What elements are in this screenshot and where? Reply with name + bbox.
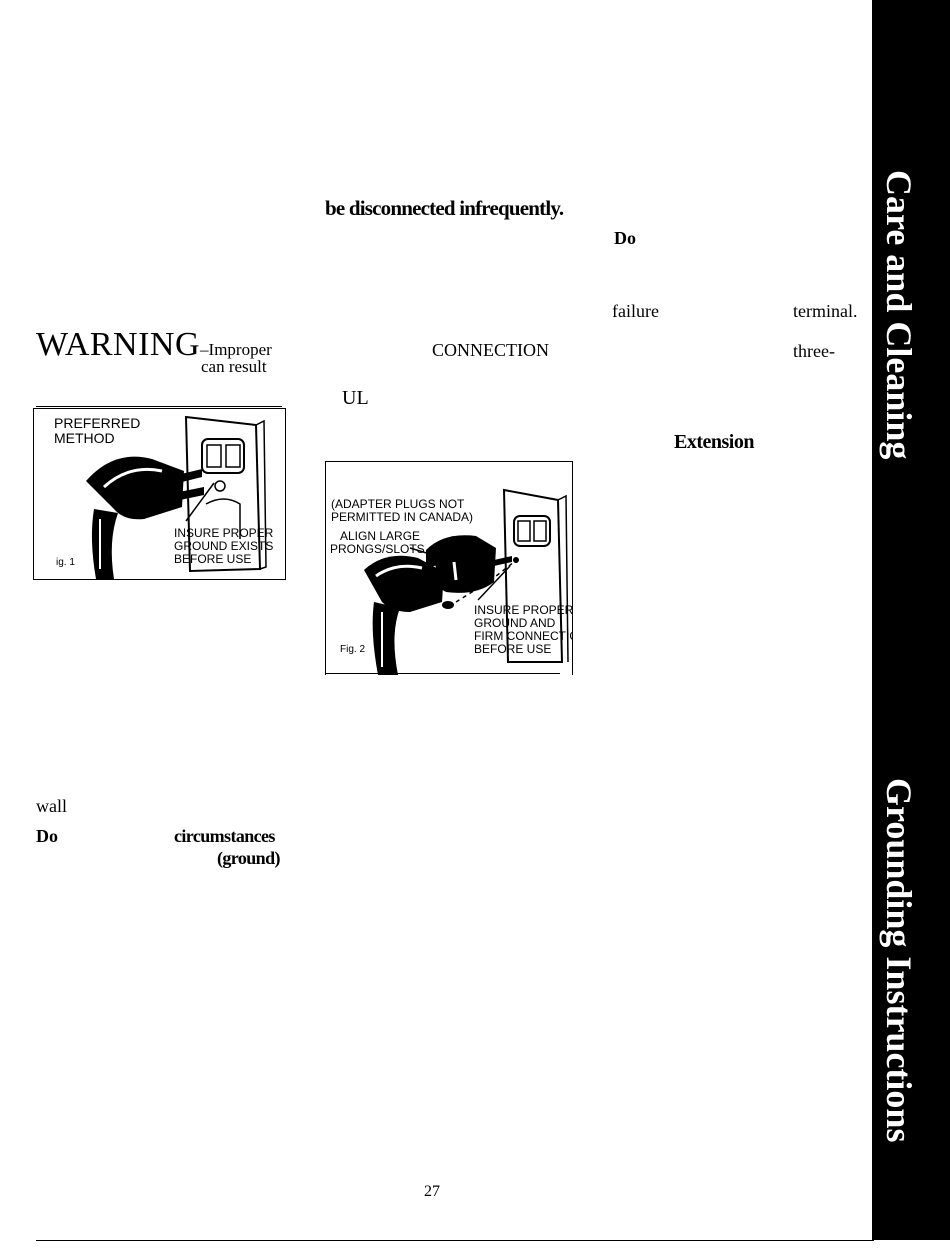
- failure-text: failure: [612, 301, 659, 321]
- align-label-1: ALIGN LARGE: [340, 529, 421, 543]
- side-tab-strip: [872, 0, 950, 1240]
- insure2-label-4: BEFORE USE: [474, 642, 552, 656]
- warning-heading: WARNING–Improper: [36, 326, 272, 364]
- insure-label-2: GROUND EXISTS: [174, 539, 274, 553]
- can-result-text: can result: [201, 357, 267, 376]
- ground-text: (ground): [217, 848, 280, 868]
- insure2-label-1: INSURE PROPER: [474, 603, 573, 617]
- col3-do-text: Do: [614, 228, 636, 248]
- warning-tail: Improper: [208, 340, 272, 359]
- insure-label-1: INSURE PROPER: [174, 526, 274, 540]
- figure1-top-rule: [36, 406, 282, 407]
- three-text: three-: [793, 341, 835, 361]
- extension-text: Extension: [674, 431, 754, 453]
- insure2-label-2: GROUND AND: [474, 616, 556, 630]
- terminal-text: terminal.: [793, 301, 858, 321]
- insure-label-3: BEFORE USE: [174, 552, 252, 566]
- figure2-caption: Fig. 2: [340, 644, 366, 655]
- tab-grounding-instructions: Grounding Instructions: [879, 778, 919, 1143]
- circumstances-text: circumstances: [174, 826, 275, 846]
- warning-dash: –: [200, 340, 209, 359]
- align-label-2: PRONGS/SLOTS: [330, 542, 425, 556]
- wall-text: wall: [36, 796, 67, 816]
- disconnected-text: be disconnected infrequently.: [325, 196, 564, 220]
- warning-word: WARNING: [36, 326, 201, 363]
- adapter-label-1: (ADAPTER PLUGS NOT: [331, 497, 465, 511]
- connection-text: CONNECTION: [432, 340, 549, 360]
- figure2-bottom-rule: [325, 673, 560, 674]
- page-number: 27: [424, 1183, 440, 1200]
- figure-2: (ADAPTER PLUGS NOT PERMITTED IN CANADA) …: [325, 461, 573, 675]
- figure-1: PREFERRED METHOD INSURE PROPER GROUND EX…: [33, 408, 286, 580]
- insure2-label-3: FIRM CONNECTIO: [474, 629, 573, 643]
- tab-care-and-cleaning: Care and Cleaning: [879, 170, 919, 460]
- ul-text: UL: [342, 387, 369, 409]
- figure1-illustration: [86, 415, 267, 579]
- figure1-caption: ig. 1: [56, 557, 75, 568]
- figure2-illustration: [364, 488, 569, 675]
- method-label: METHOD: [54, 430, 115, 446]
- col1-do-text: Do: [36, 826, 58, 846]
- bottom-rule: [36, 1240, 874, 1241]
- preferred-label: PREFERRED: [54, 415, 141, 431]
- adapter-label-2: PERMITTED IN CANADA): [331, 510, 474, 524]
